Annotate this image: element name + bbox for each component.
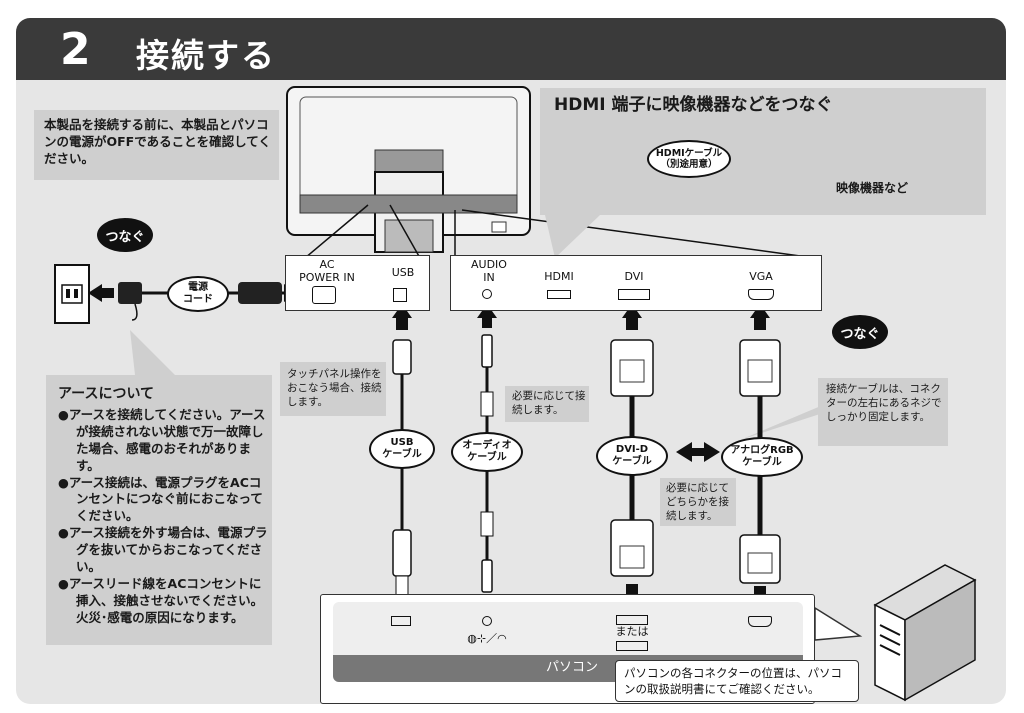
ac-inlet-icon [312, 286, 336, 304]
monitor-port-bar-right: AUDIO IN HDMI DVI VGA [450, 255, 822, 311]
touch-panel-text: タッチパネル操作をおこなう場合、接続します。 [287, 368, 382, 409]
earth-title: アースについて [58, 386, 155, 402]
hdmi-port-icon [547, 290, 571, 299]
step-number: 2 [60, 24, 91, 75]
page-title: 接続する [136, 36, 276, 75]
connect-badge-right: つなぐ [832, 315, 888, 349]
earth-info-box: アースについて ●アースを接続してください。アースが接続されない状態で万一故障し… [46, 375, 272, 645]
dvi-cable-drawing [610, 304, 654, 610]
hdmi-callout: HDMI 端子に映像機器などをつなぐ 映像機器など [540, 88, 986, 215]
power-off-text: 本製品を接続する前に、本製品とパソコンの電源がOFFであることを確認してください… [44, 117, 271, 166]
pc-or-label: または [615, 625, 649, 638]
audio-cable-oval: オーディオ ケーブル [451, 432, 523, 472]
pc-usb-port-icon [391, 616, 411, 626]
screws-note: 接続ケーブルは、コネクターの左右にあるネジでしっかり固定します。 [818, 378, 948, 446]
ac-power-in-label: AC POWER IN [299, 258, 355, 284]
dvi-port-label: DVI [624, 270, 644, 283]
usb-port-label: USB [391, 266, 415, 279]
connect-badge-left: つなぐ [97, 218, 153, 252]
touch-panel-note: タッチパネル操作をおこなう場合、接続します。 [280, 362, 386, 416]
analog-rgb-cable-oval: アナログRGB ケーブル [721, 437, 803, 477]
audio-optional-note: 必要に応じて接続します。 [505, 386, 589, 422]
pc-connector-note: パソコンの各コネクターの位置は、パソコンの取扱説明書にてご確認ください。 [615, 660, 859, 702]
hdmi-cable-oval: HDMIケーブル （別途用意） [647, 140, 731, 178]
audio-in-label: AUDIO IN [471, 258, 507, 284]
pc-tower-drawing [873, 564, 977, 702]
hdmi-callout-pointer [545, 215, 600, 258]
video-device-label: 映像機器など [836, 181, 909, 195]
earth-item: ●アースを接続してください。アースが接続されない状態で万一故障した場合、感電のお… [58, 407, 266, 473]
vga-port-label: VGA [749, 270, 773, 283]
earth-item: ●アース接続は、電源プラグをACコンセントにつなぐ前におこなってください。 [58, 474, 263, 524]
screw-callout-pointer [740, 400, 835, 440]
either-arrow [676, 442, 720, 462]
either-one-text: 必要に応じてどちらかを接続します。 [666, 482, 729, 523]
monitor-back [286, 86, 816, 259]
earth-item: ●アースリード線をACコンセントに挿入、接触させないでください。 [58, 575, 264, 608]
either-one-note: 必要に応じてどちらかを接続します。 [660, 478, 736, 526]
pc-pointer [814, 606, 863, 641]
earth-footer: 火災･感電の原因になります。 [76, 609, 244, 625]
hdmi-cable-note: （別途用意） [660, 159, 718, 170]
power-off-notice: 本製品を接続する前に、本製品とパソコンの電源がOFFであることを確認してください… [34, 110, 279, 180]
hdmi-title: HDMI 端子に映像機器などをつなぐ [554, 95, 833, 115]
hdmi-cable-label: HDMIケーブル [655, 147, 723, 159]
pc-dvi-port-icon-2 [616, 641, 648, 651]
pc-dvi-port-icon [616, 615, 648, 625]
usb-cable-oval: USB ケーブル [369, 429, 435, 469]
power-cord-oval: 電源 コード [167, 276, 229, 312]
outlet-arrow [88, 284, 102, 302]
pc-label: パソコン [545, 660, 598, 675]
dvi-cable-oval: DVI-D ケーブル [596, 436, 668, 476]
audio-jack-icon [482, 289, 492, 299]
earth-callout-pointer [130, 330, 175, 375]
audio-optional-text: 必要に応じて接続します。 [512, 390, 586, 417]
dvi-port-icon [618, 289, 650, 300]
wall-outlet [54, 264, 90, 324]
pc-audio-jack-icon [482, 616, 492, 626]
usb-b-port-icon [393, 288, 407, 302]
hdmi-port-label: HDMI [544, 270, 574, 283]
pc-vga-port-icon [748, 616, 772, 627]
earth-list: ●アースを接続してください。アースが接続されない状態で万一故障した場合、感電のお… [58, 407, 268, 626]
monitor-port-bar-left: AC POWER IN USB [285, 255, 430, 311]
vga-cable-drawing [739, 304, 781, 612]
headphone-icon: ◍⊹／◠ [467, 632, 507, 645]
vga-port-icon [748, 289, 774, 300]
section-header: 2 接続する [16, 18, 1006, 80]
earth-item: ●アース接続を外す場合は、電源プラグを抜いてからおこなってください。 [58, 525, 268, 574]
screws-text: 接続ケーブルは、コネクターの左右にあるネジでしっかり固定します。 [826, 383, 942, 424]
